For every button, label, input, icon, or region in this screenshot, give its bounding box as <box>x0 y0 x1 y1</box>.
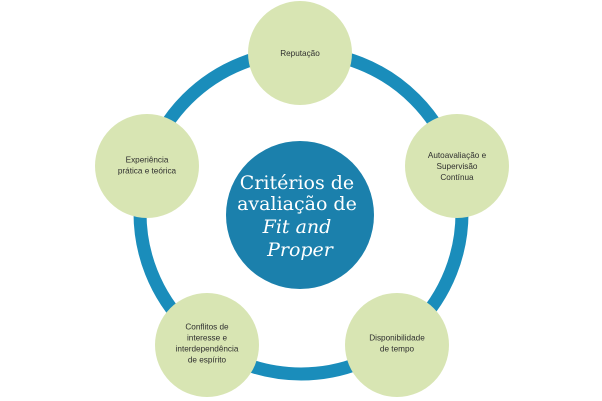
node-label-line: interdependência <box>176 345 239 354</box>
node-circle-conflitos <box>155 293 259 397</box>
node-label-line: Conflitos de <box>185 323 229 332</box>
center-title-line-1: Critérios de <box>240 172 354 194</box>
center-title-line-2: avaliação de <box>237 193 357 215</box>
node-label-reputacao: Reputação <box>280 49 320 58</box>
node-label-experiencia: Experiência prática e teórica <box>118 156 177 176</box>
node-circle-autoavaliacao <box>405 114 509 218</box>
node-label-line: de espírito <box>188 356 227 365</box>
node-circle-experiencia <box>95 114 199 218</box>
node-circle-reputacao <box>248 1 352 105</box>
node-circle-disponibilidade <box>345 293 449 397</box>
node-label-disponibilidade: Disponibilidade de tempo <box>369 334 425 354</box>
node-label-line: prática e teórica <box>118 167 177 176</box>
center-circle <box>226 141 374 289</box>
center-title-line-4: Proper <box>266 239 335 261</box>
node-label-line: Supervisão <box>437 162 478 171</box>
node-experiencia: Experiência prática e teórica <box>95 114 199 218</box>
node-label-line: interesse e <box>187 334 227 343</box>
center-title: Critérios de avaliação de Fit and Proper <box>237 172 363 261</box>
node-label-line: Disponibilidade <box>369 334 425 343</box>
node-label-conflitos: Conflitos de interesse e interdependência d… <box>176 323 239 365</box>
node-reputacao: Reputação <box>248 1 352 105</box>
center-title-line-3: Fit and <box>262 216 332 238</box>
node-label-line: de tempo <box>380 345 415 354</box>
node-label-line: Autoavaliação e <box>428 151 487 160</box>
node-conflitos: Conflitos de interesse e interdependência d… <box>155 293 259 397</box>
node-label-line: Reputação <box>280 49 320 58</box>
node-label-line: Experiência <box>126 156 169 165</box>
node-disponibilidade: Disponibilidade de tempo <box>345 293 449 397</box>
node-label-line: Contínua <box>440 173 474 182</box>
